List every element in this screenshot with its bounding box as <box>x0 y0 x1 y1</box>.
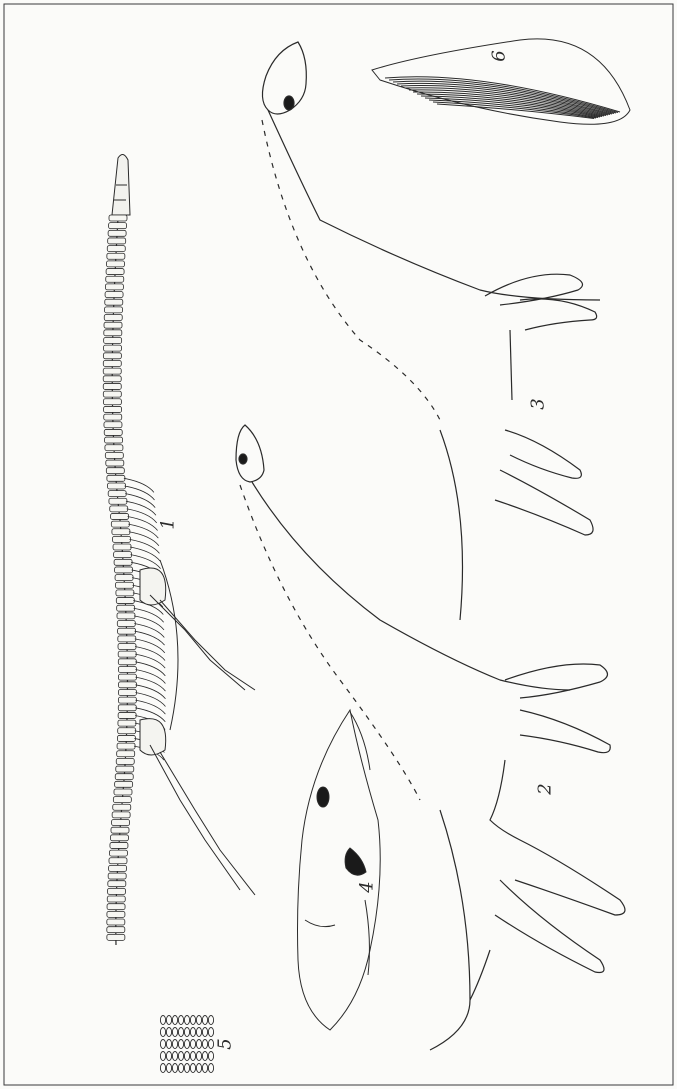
plesiosaur-outline-icon <box>236 425 625 1050</box>
figure-4-label: 4 <box>359 881 377 892</box>
plate-border <box>4 4 673 1085</box>
skull-icon <box>298 710 381 1030</box>
figure-6-label: 6 <box>491 50 509 61</box>
figure-3-label: 3 <box>530 398 548 409</box>
figure-2-label: 2 <box>537 783 555 794</box>
figure-5-label: 5 <box>217 1038 235 1049</box>
paddle-bones-icon <box>160 1016 213 1073</box>
plesiosaur-skeleton-icon <box>103 154 255 945</box>
plesiosaur-outline-icon <box>262 42 600 620</box>
figure-1-label: 1 <box>160 518 178 529</box>
